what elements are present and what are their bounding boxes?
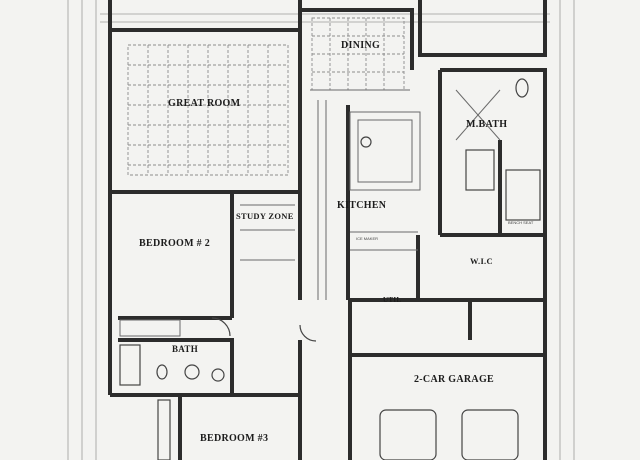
toilet-icon (515, 78, 529, 98)
sink-icon (360, 136, 372, 148)
room-label-wic: W.I.C (470, 256, 493, 266)
car-icon (379, 409, 437, 460)
room-label-great-room: GREAT ROOM (168, 98, 241, 109)
note-ice-maker: ICE MAKER (356, 236, 378, 241)
door-swing-icon (211, 317, 231, 337)
note-bench-seat: BENCH SEAT (508, 220, 534, 225)
shelving-icon (157, 399, 171, 460)
sink-icon (184, 364, 200, 380)
room-label-bedroom-3: BEDROOM #3 (200, 433, 268, 444)
dimension-lines (67, 0, 575, 460)
great-room-tile-grid (127, 44, 289, 176)
room-label-study: STUDY ZONE (236, 211, 294, 221)
bathtub-icon (119, 344, 141, 386)
walls (108, 0, 547, 460)
toilet-icon (156, 364, 168, 380)
room-label-mbath: M.BATH (466, 119, 507, 130)
room-label-bath: BATH (172, 344, 198, 354)
room-label-dining: DINING (341, 40, 380, 51)
room-label-kitchen: KITCHEN (337, 200, 387, 211)
sink-icon (211, 368, 225, 382)
detail-lines (119, 89, 501, 337)
door-swing-icon (299, 324, 317, 342)
room-label-util: UTIL (383, 296, 401, 304)
room-label-bedroom-2: BEDROOM # 2 (139, 238, 210, 249)
room-label-garage: 2-CAR GARAGE (414, 374, 494, 385)
car-icon (461, 409, 519, 460)
dining-tile-grid (311, 17, 405, 91)
fixtures (119, 78, 541, 460)
